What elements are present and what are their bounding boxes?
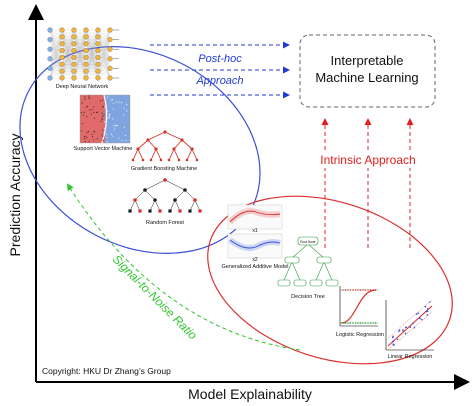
whitebox-ellipse	[207, 195, 453, 365]
gradient-boosting-tree-icon	[131, 130, 199, 162]
gam-x1-label: x1	[252, 228, 258, 234]
interpretable-ml-box	[299, 34, 436, 108]
linreg-label: Linear Regression	[388, 354, 433, 360]
gam-label: Generalized Additive Model	[222, 264, 289, 270]
dt-label: Decision Tree	[291, 294, 325, 300]
svm-plot-icon	[79, 94, 131, 144]
snr-arrow	[66, 183, 301, 351]
copyright-text: Copyright: HKU Dr Zhang’s Group	[42, 366, 171, 376]
logit-label: Logistic Regression	[336, 332, 384, 338]
target-title-line1: Interpretable	[331, 53, 404, 68]
snr-label: Signal-to-Noise Ratio	[110, 252, 200, 342]
gam-plot-icon	[227, 204, 283, 259]
random-forest-tree-icon	[128, 178, 202, 213]
posthoc-label-line2: Approach	[195, 75, 243, 87]
posthoc-label-line1: Post-hoc	[198, 53, 242, 65]
svm-label: Support Vector Machine	[74, 146, 133, 152]
dnn-label: Deep Neural Network	[56, 84, 109, 90]
linear-regression-icon	[385, 299, 434, 351]
dt-root-node-label: Root Node	[300, 240, 315, 244]
intrinsic-label-bg	[318, 152, 418, 168]
x-axis-label: Model Explainability	[188, 386, 312, 402]
rf-label: Random Forest	[146, 220, 184, 226]
decision-tree-icon	[277, 236, 339, 287]
intrinsic-label: Intrinsic Approach	[320, 153, 415, 167]
gbm-label: Gradient Boosting Machine	[131, 166, 197, 172]
target-title-line2: Machine Learning	[315, 70, 418, 85]
y-axis-label: Prediction Accuracy	[7, 134, 23, 257]
deep-neural-network-icon	[47, 27, 119, 81]
gam-x2-label: x2	[252, 257, 258, 263]
logistic-regression-icon	[339, 286, 378, 327]
